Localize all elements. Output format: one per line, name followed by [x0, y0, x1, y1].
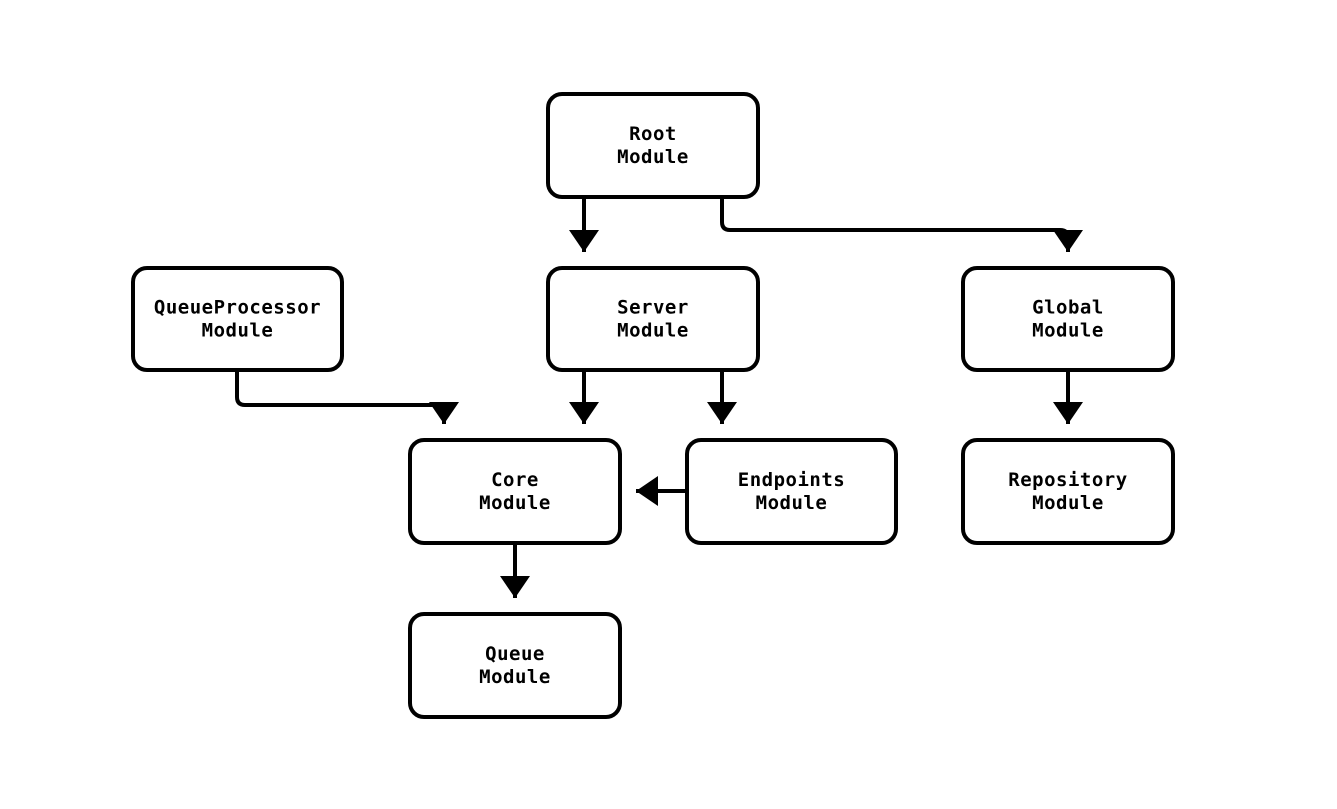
nodes-layer: RootModuleQueueProcessorModuleServerModu…: [131, 92, 1175, 719]
arrowhead-global-repository: [1053, 402, 1083, 424]
node-box-repository[interactable]: [961, 438, 1175, 545]
node-box-endpoints[interactable]: [685, 438, 898, 545]
node-label-global-line2: Module: [1032, 320, 1104, 342]
node-label-endpoints-line1: Endpoints: [738, 469, 845, 491]
node-label-repository-line1: Repository: [1008, 469, 1127, 491]
arrowhead-root-server: [569, 230, 599, 252]
arrowhead-queueprocessor-core: [429, 402, 459, 424]
node-label-endpoints-line2: Module: [756, 492, 828, 514]
edge-queueprocessor-core: [235, 370, 446, 424]
arrowhead-endpoints-core: [636, 476, 658, 506]
arrowheads-layer: [429, 230, 1083, 598]
node-label-queueprocessor-line2: Module: [202, 320, 274, 342]
node-label-root-line2: Module: [617, 146, 689, 168]
node-label-queue-line2: Module: [479, 666, 551, 688]
node-label-core-line1: Core: [491, 469, 539, 491]
edges-layer: [235, 197, 1070, 598]
node-label-root-line1: Root: [629, 123, 677, 145]
node-label-queueprocessor-line1: QueueProcessor: [154, 297, 321, 319]
node-label-repository-line2: Module: [1032, 492, 1104, 514]
node-box-queueprocessor[interactable]: [131, 266, 344, 372]
node-label-server-line1: Server: [617, 297, 689, 319]
arrowhead-server-core: [569, 402, 599, 424]
node-label-queue-line1: Queue: [485, 643, 545, 665]
node-box-queue[interactable]: [408, 612, 622, 719]
node-box-root[interactable]: [546, 92, 760, 199]
arrowhead-root-global: [1053, 230, 1083, 252]
node-box-core[interactable]: [408, 438, 622, 545]
node-box-server[interactable]: [546, 266, 760, 372]
edge-root-global: [720, 197, 1070, 252]
node-label-global-line1: Global: [1032, 297, 1104, 319]
node-box-global[interactable]: [961, 266, 1175, 372]
arrowhead-core-queue: [500, 576, 530, 598]
node-label-server-line2: Module: [617, 320, 689, 342]
arrowhead-server-endpoints: [707, 402, 737, 424]
node-label-core-line2: Module: [479, 492, 551, 514]
